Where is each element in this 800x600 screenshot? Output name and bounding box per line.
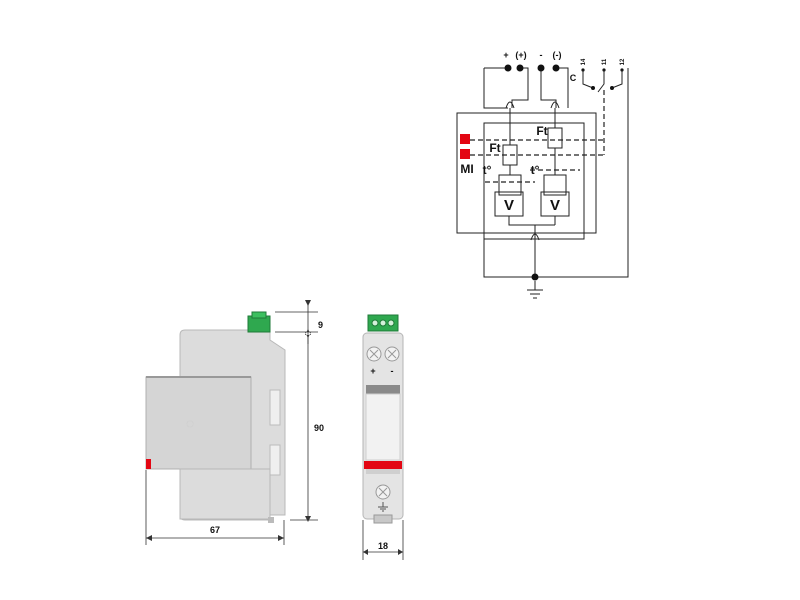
terminal-minus-2 bbox=[552, 64, 560, 72]
dim-top-height: 9 bbox=[318, 320, 323, 330]
label-minus: - bbox=[540, 50, 543, 60]
side-view: ◌ bbox=[145, 311, 286, 523]
front-label-minus: - bbox=[391, 366, 394, 376]
label-fuse-right: Ft bbox=[536, 124, 547, 138]
label-contact-c: C bbox=[570, 73, 577, 83]
label-fuse-left: Ft bbox=[489, 141, 500, 155]
dark-band bbox=[366, 385, 400, 394]
front-label-plus: + bbox=[370, 366, 375, 376]
label-contact-14: 14 bbox=[581, 58, 587, 65]
terminal-minus-1 bbox=[537, 64, 545, 72]
label-varistor-left: V bbox=[504, 197, 514, 214]
front-view: + - bbox=[362, 314, 404, 524]
terminal-plus-1 bbox=[504, 64, 512, 72]
base-outline bbox=[483, 122, 585, 240]
logo-mark: ◌ bbox=[186, 415, 194, 431]
earth-node bbox=[531, 273, 539, 281]
thermal-left bbox=[498, 174, 522, 196]
label-thermal-left: t° bbox=[483, 163, 492, 177]
fuse-right bbox=[547, 127, 563, 149]
label-plus: + bbox=[503, 50, 508, 60]
earth-icon bbox=[527, 289, 543, 299]
indicator-square-2 bbox=[460, 149, 470, 159]
terminal-plus-2 bbox=[516, 64, 524, 72]
dimensions-side: 9 90 67 bbox=[145, 300, 324, 545]
label-thermal-right: t° bbox=[531, 163, 540, 177]
label-mi: MI bbox=[460, 162, 473, 176]
thermal-right bbox=[543, 174, 567, 196]
label-varistor-right: V bbox=[550, 197, 560, 214]
dim-depth: 67 bbox=[210, 525, 220, 535]
indicator-square-1 bbox=[460, 134, 470, 144]
label-contact-12: 12 bbox=[620, 58, 626, 65]
label-contact-11: 11 bbox=[602, 58, 608, 65]
label-plus-paren: (+) bbox=[515, 50, 526, 60]
side-red-indicator bbox=[146, 459, 151, 469]
module-outline bbox=[456, 112, 597, 234]
label-minus-paren: (-) bbox=[553, 50, 562, 60]
front-red-stripe bbox=[364, 461, 402, 469]
earth-icon-front bbox=[378, 502, 388, 512]
dimensions-front: 18 bbox=[362, 520, 404, 560]
dim-body-height: 90 bbox=[314, 423, 324, 433]
module-front bbox=[145, 376, 252, 470]
wiring-schematic: + (+) - (-) 14 11 12 C Ft Ft t° t° V V M… bbox=[456, 50, 629, 299]
dim-width: 18 bbox=[378, 541, 388, 551]
